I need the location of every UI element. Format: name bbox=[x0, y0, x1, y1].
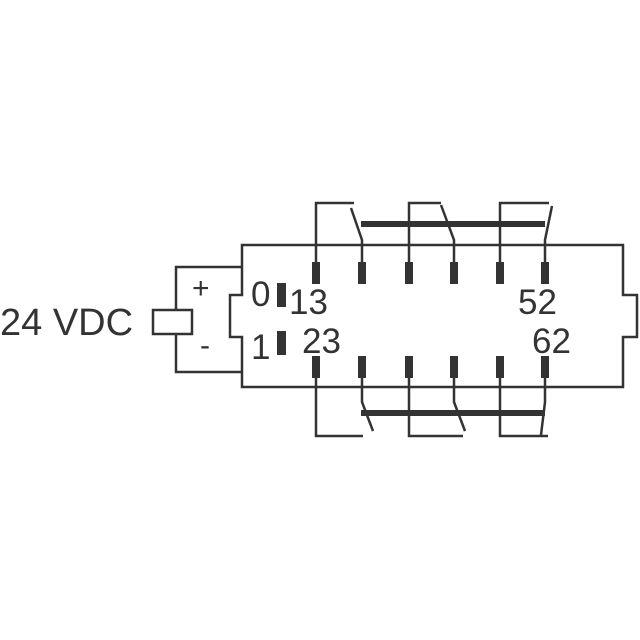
terminal-23-label: 23 bbox=[302, 322, 341, 361]
terminal-52-label: 52 bbox=[518, 283, 557, 322]
pin-bottom-5 bbox=[496, 356, 504, 378]
top-switch-blades bbox=[349, 204, 554, 262]
coil-plus-label: + bbox=[192, 272, 210, 305]
input-1-label: 1 bbox=[251, 328, 270, 367]
bottom-switch-blades bbox=[360, 378, 547, 436]
coil-wire-top bbox=[174, 265, 242, 310]
coil-wire-bottom bbox=[174, 334, 242, 374]
pin-bottom-1 bbox=[312, 356, 320, 378]
pin-top-2 bbox=[358, 262, 366, 284]
pin-top-4 bbox=[450, 262, 458, 284]
supply-voltage-label: 24 VDC bbox=[0, 302, 133, 344]
input-pin-1 bbox=[277, 331, 286, 355]
pin-bottom-2 bbox=[358, 356, 366, 378]
pin-top-3 bbox=[405, 262, 413, 284]
coil-minus-label: - bbox=[200, 329, 210, 362]
top-contact-wires bbox=[314, 201, 549, 262]
terminal-13-label: 13 bbox=[289, 283, 328, 322]
pin-top-1 bbox=[312, 262, 320, 284]
bottom-contact-wires bbox=[314, 378, 548, 438]
input-pin-0 bbox=[277, 283, 286, 307]
pin-top-5 bbox=[496, 262, 504, 284]
terminal-pins bbox=[277, 262, 549, 378]
pin-bottom-6 bbox=[541, 356, 549, 378]
pin-top-6 bbox=[541, 262, 549, 284]
input-0-label: 0 bbox=[251, 275, 270, 314]
coil-symbol bbox=[151, 308, 194, 336]
pin-bottom-4 bbox=[450, 356, 458, 378]
module-outline bbox=[228, 243, 639, 389]
terminal-62-label: 62 bbox=[532, 322, 571, 361]
pin-bottom-3 bbox=[405, 356, 413, 378]
